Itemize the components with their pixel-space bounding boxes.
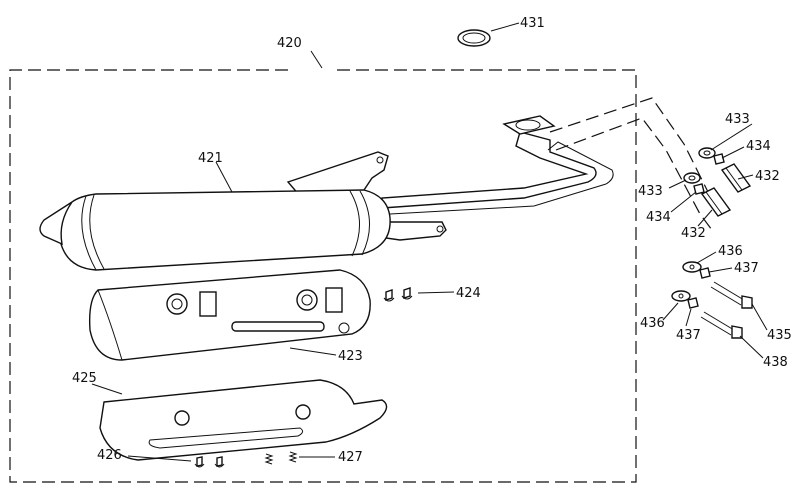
- label-424: 424: [456, 286, 481, 301]
- label-434-lower: 434: [646, 210, 671, 225]
- label-420: 420: [277, 36, 302, 51]
- sleeve-432-upper: [720, 163, 752, 193]
- label-434-upper: 434: [746, 139, 771, 154]
- pipe-ghost-upper: [549, 97, 711, 197]
- label-432-lower: 432: [681, 226, 706, 241]
- springs-427: [264, 451, 298, 465]
- nut-437-lower: [687, 297, 699, 309]
- label-423: 423: [338, 349, 363, 364]
- washer-436-upper: [682, 261, 702, 273]
- collar-434-lower: [693, 183, 705, 195]
- lower-shield-425: [99, 379, 388, 461]
- collar-434-upper: [713, 153, 725, 165]
- label-425: 425: [72, 371, 97, 386]
- label-433-lower: 433: [638, 184, 663, 199]
- label-438: 438: [763, 355, 788, 370]
- assembly-420-boundary: [9, 69, 637, 483]
- label-426: 426: [97, 448, 122, 463]
- label-436-lower: 436: [640, 316, 665, 331]
- label-421: 421: [198, 151, 223, 166]
- washer-436-lower: [671, 290, 691, 302]
- screws-424: [383, 287, 413, 302]
- screws-426: [194, 456, 225, 468]
- label-431: 431: [520, 16, 545, 31]
- gasket-433-upper: [698, 147, 716, 159]
- nut-437-upper: [699, 267, 711, 279]
- label-427: 427: [338, 450, 363, 465]
- label-437-lower: 437: [676, 328, 701, 343]
- bolt-438: [700, 311, 743, 339]
- bolt-435: [710, 281, 753, 309]
- label-437-upper: 437: [734, 261, 759, 276]
- muffler-421: [39, 115, 614, 271]
- label-432-upper: 432: [755, 169, 780, 184]
- leader-lines: [91, 22, 768, 462]
- label-435: 435: [767, 328, 792, 343]
- sleeve-432-lower: [700, 187, 732, 217]
- label-433-upper: 433: [725, 112, 750, 127]
- gasket-433-lower: [683, 172, 701, 184]
- gasket-431: [457, 29, 491, 47]
- label-436-upper: 436: [718, 244, 743, 259]
- heat-shield-423: [88, 269, 371, 361]
